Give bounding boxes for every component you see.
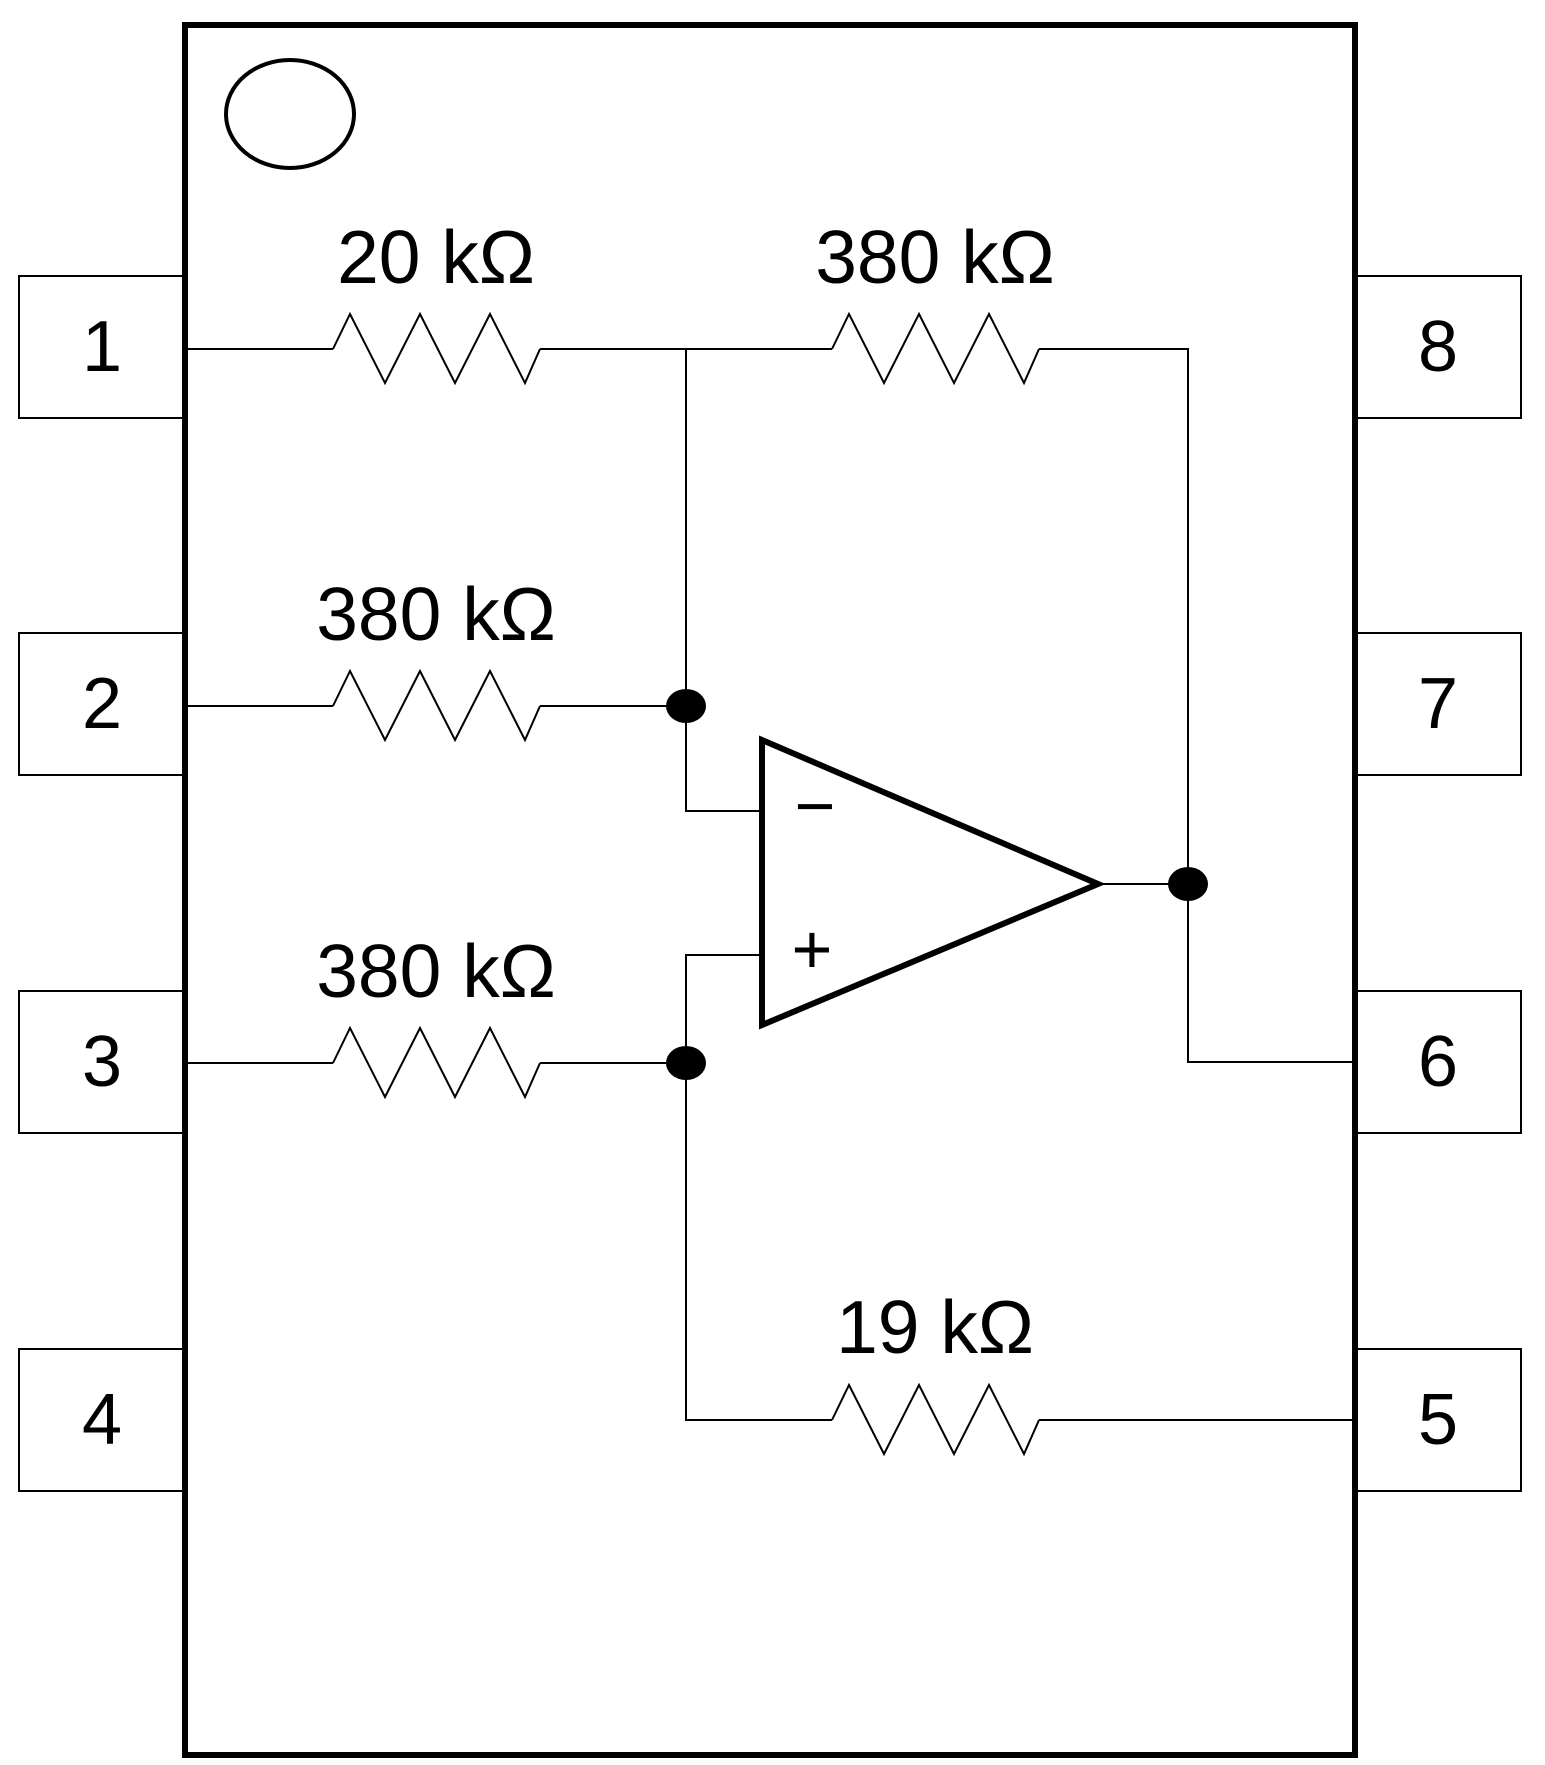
pin-2: 2 [18,632,186,776]
resistor-r1 [332,311,541,386]
pin-3-label: 3 [82,1022,122,1102]
junction-dot-noninverting [666,1046,706,1080]
pin-1-label: 1 [82,307,122,387]
resistor-r1-label: 20 kΩ [337,215,535,299]
pin1-orientation-mark [224,58,356,170]
pin-4-label: 4 [82,1380,122,1460]
resistor-r3 [332,668,541,743]
wire-noninverting-column [685,954,832,1421]
pin-7: 7 [1354,632,1522,776]
pin-7-label: 7 [1418,664,1458,744]
ic-package-body [182,22,1358,1758]
resistor-r2 [831,311,1040,386]
opamp-inverting-sign: − [795,767,836,845]
pin-5: 5 [1354,1348,1522,1492]
resistor-r3-label: 380 kΩ [316,572,556,656]
pin-6: 6 [1354,990,1522,1134]
wire-nodeA-inverting [685,349,762,812]
pin-8: 8 [1354,275,1522,419]
pin-6-label: 6 [1418,1022,1458,1102]
resistor-r5 [831,1382,1040,1457]
wire-r2-output [1039,348,1355,1063]
opamp-triangle [759,735,1106,1030]
pin-8-label: 8 [1418,307,1458,387]
pin-3: 3 [18,990,186,1134]
resistor-r5-label: 19 kΩ [836,1285,1034,1369]
resistor-r4-label: 380 kΩ [316,929,556,1013]
resistor-r2-label: 380 kΩ [815,215,1055,299]
resistor-r4 [332,1025,541,1100]
pin-2-label: 2 [82,664,122,744]
pin-4: 4 [18,1348,186,1492]
pin-1: 1 [18,275,186,419]
wires [185,348,1355,1421]
opamp-noninverting-sign: + [792,910,833,988]
junction-dot-output [1168,867,1208,901]
junction-dot-inverting [666,689,706,723]
pin-5-label: 5 [1418,1380,1458,1460]
